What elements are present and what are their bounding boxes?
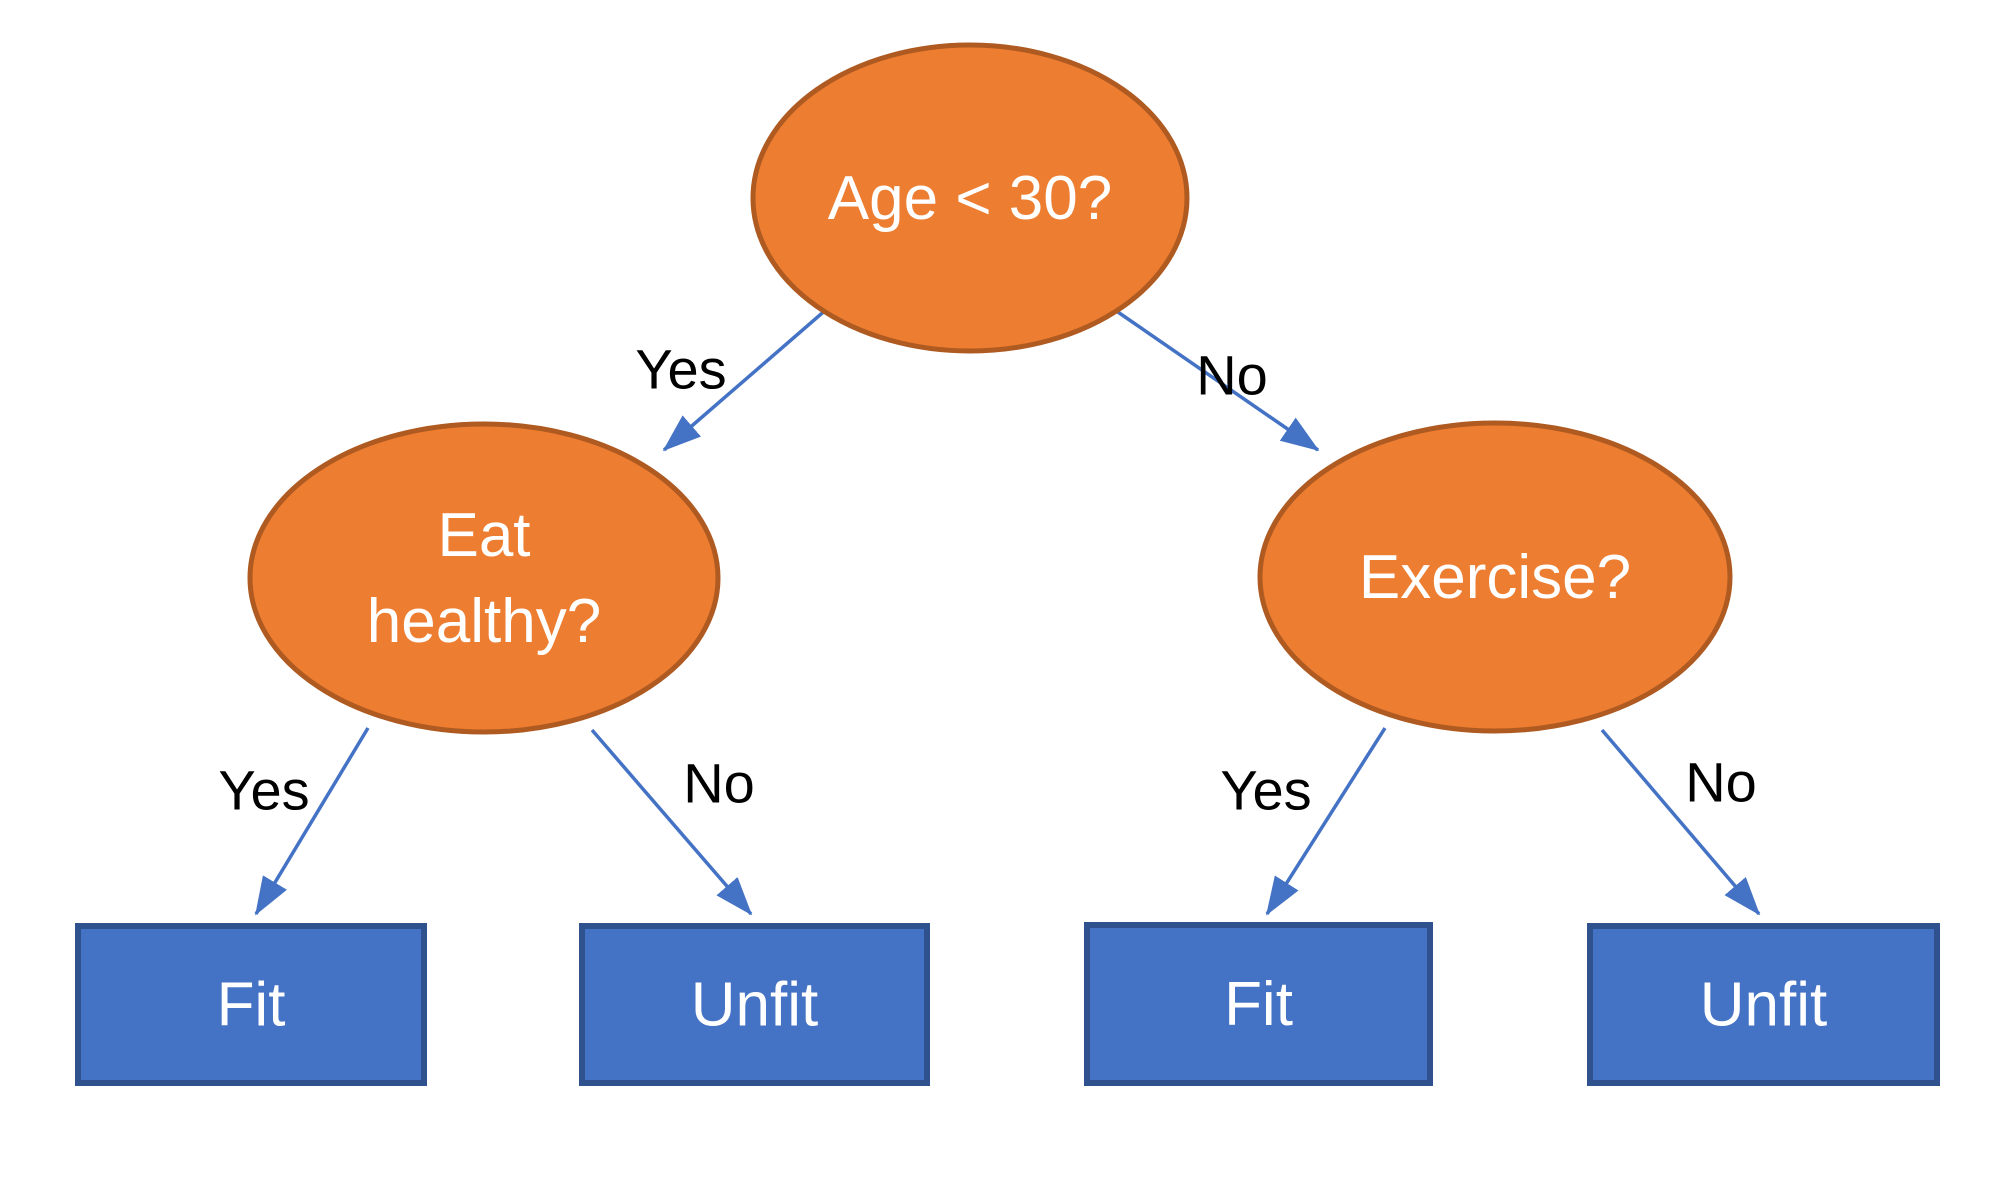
edge-label-eat-healthy-fit-1: Yes bbox=[218, 759, 309, 822]
node-label-line: Fit bbox=[1224, 970, 1293, 1039]
edge-eat-healthy-to-unfit-1 bbox=[590, 728, 753, 916]
leaf-node-fit-2 bbox=[1084, 922, 1433, 1086]
node-label-line: healthy? bbox=[367, 587, 601, 656]
node-label-age: Age < 30? bbox=[828, 164, 1112, 233]
edge-label-exercise-unfit-2: No bbox=[1685, 751, 1757, 814]
edge-exercise-to-fit-2 bbox=[1265, 727, 1387, 916]
node-label-unfit-2: Unfit bbox=[1700, 970, 1827, 1039]
leaf-node-fit-1 bbox=[75, 923, 427, 1086]
node-label-fit-1: Fit bbox=[217, 970, 286, 1039]
node-label-exercise: Exercise? bbox=[1359, 543, 1631, 612]
edge-label-eat-healthy-unfit-1: No bbox=[683, 752, 755, 815]
edge-exercise-to-unfit-2 bbox=[1600, 728, 1761, 916]
node-label-line: Eat bbox=[437, 501, 530, 570]
node-label-eat-healthy: Eat healthy? bbox=[367, 501, 601, 656]
decision-node-exercise bbox=[1257, 420, 1733, 734]
decision-node-age bbox=[750, 42, 1190, 354]
decision-node-eat-healthy bbox=[247, 421, 721, 735]
node-label-line: Unfit bbox=[1700, 970, 1827, 1039]
leaf-node-unfit-1 bbox=[579, 923, 930, 1086]
node-label-line: Unfit bbox=[691, 970, 818, 1039]
edge-label-age-exercise: No bbox=[1196, 344, 1268, 407]
edge-label-age-eat-healthy: Yes bbox=[635, 338, 726, 401]
node-label-line: Exercise? bbox=[1359, 543, 1631, 612]
edge-age-to-exercise bbox=[1111, 306, 1320, 452]
edge-age-to-eat-healthy bbox=[662, 306, 830, 452]
leaf-node-unfit-2 bbox=[1587, 923, 1940, 1086]
edge-eat-healthy-to-fit-1 bbox=[254, 727, 370, 916]
edge-label-exercise-fit-2: Yes bbox=[1220, 759, 1311, 822]
node-label-line: Age < 30? bbox=[828, 164, 1112, 233]
node-label-fit-2: Fit bbox=[1224, 970, 1293, 1039]
node-label-unfit-1: Unfit bbox=[691, 970, 818, 1039]
node-label-line: Fit bbox=[217, 970, 286, 1039]
